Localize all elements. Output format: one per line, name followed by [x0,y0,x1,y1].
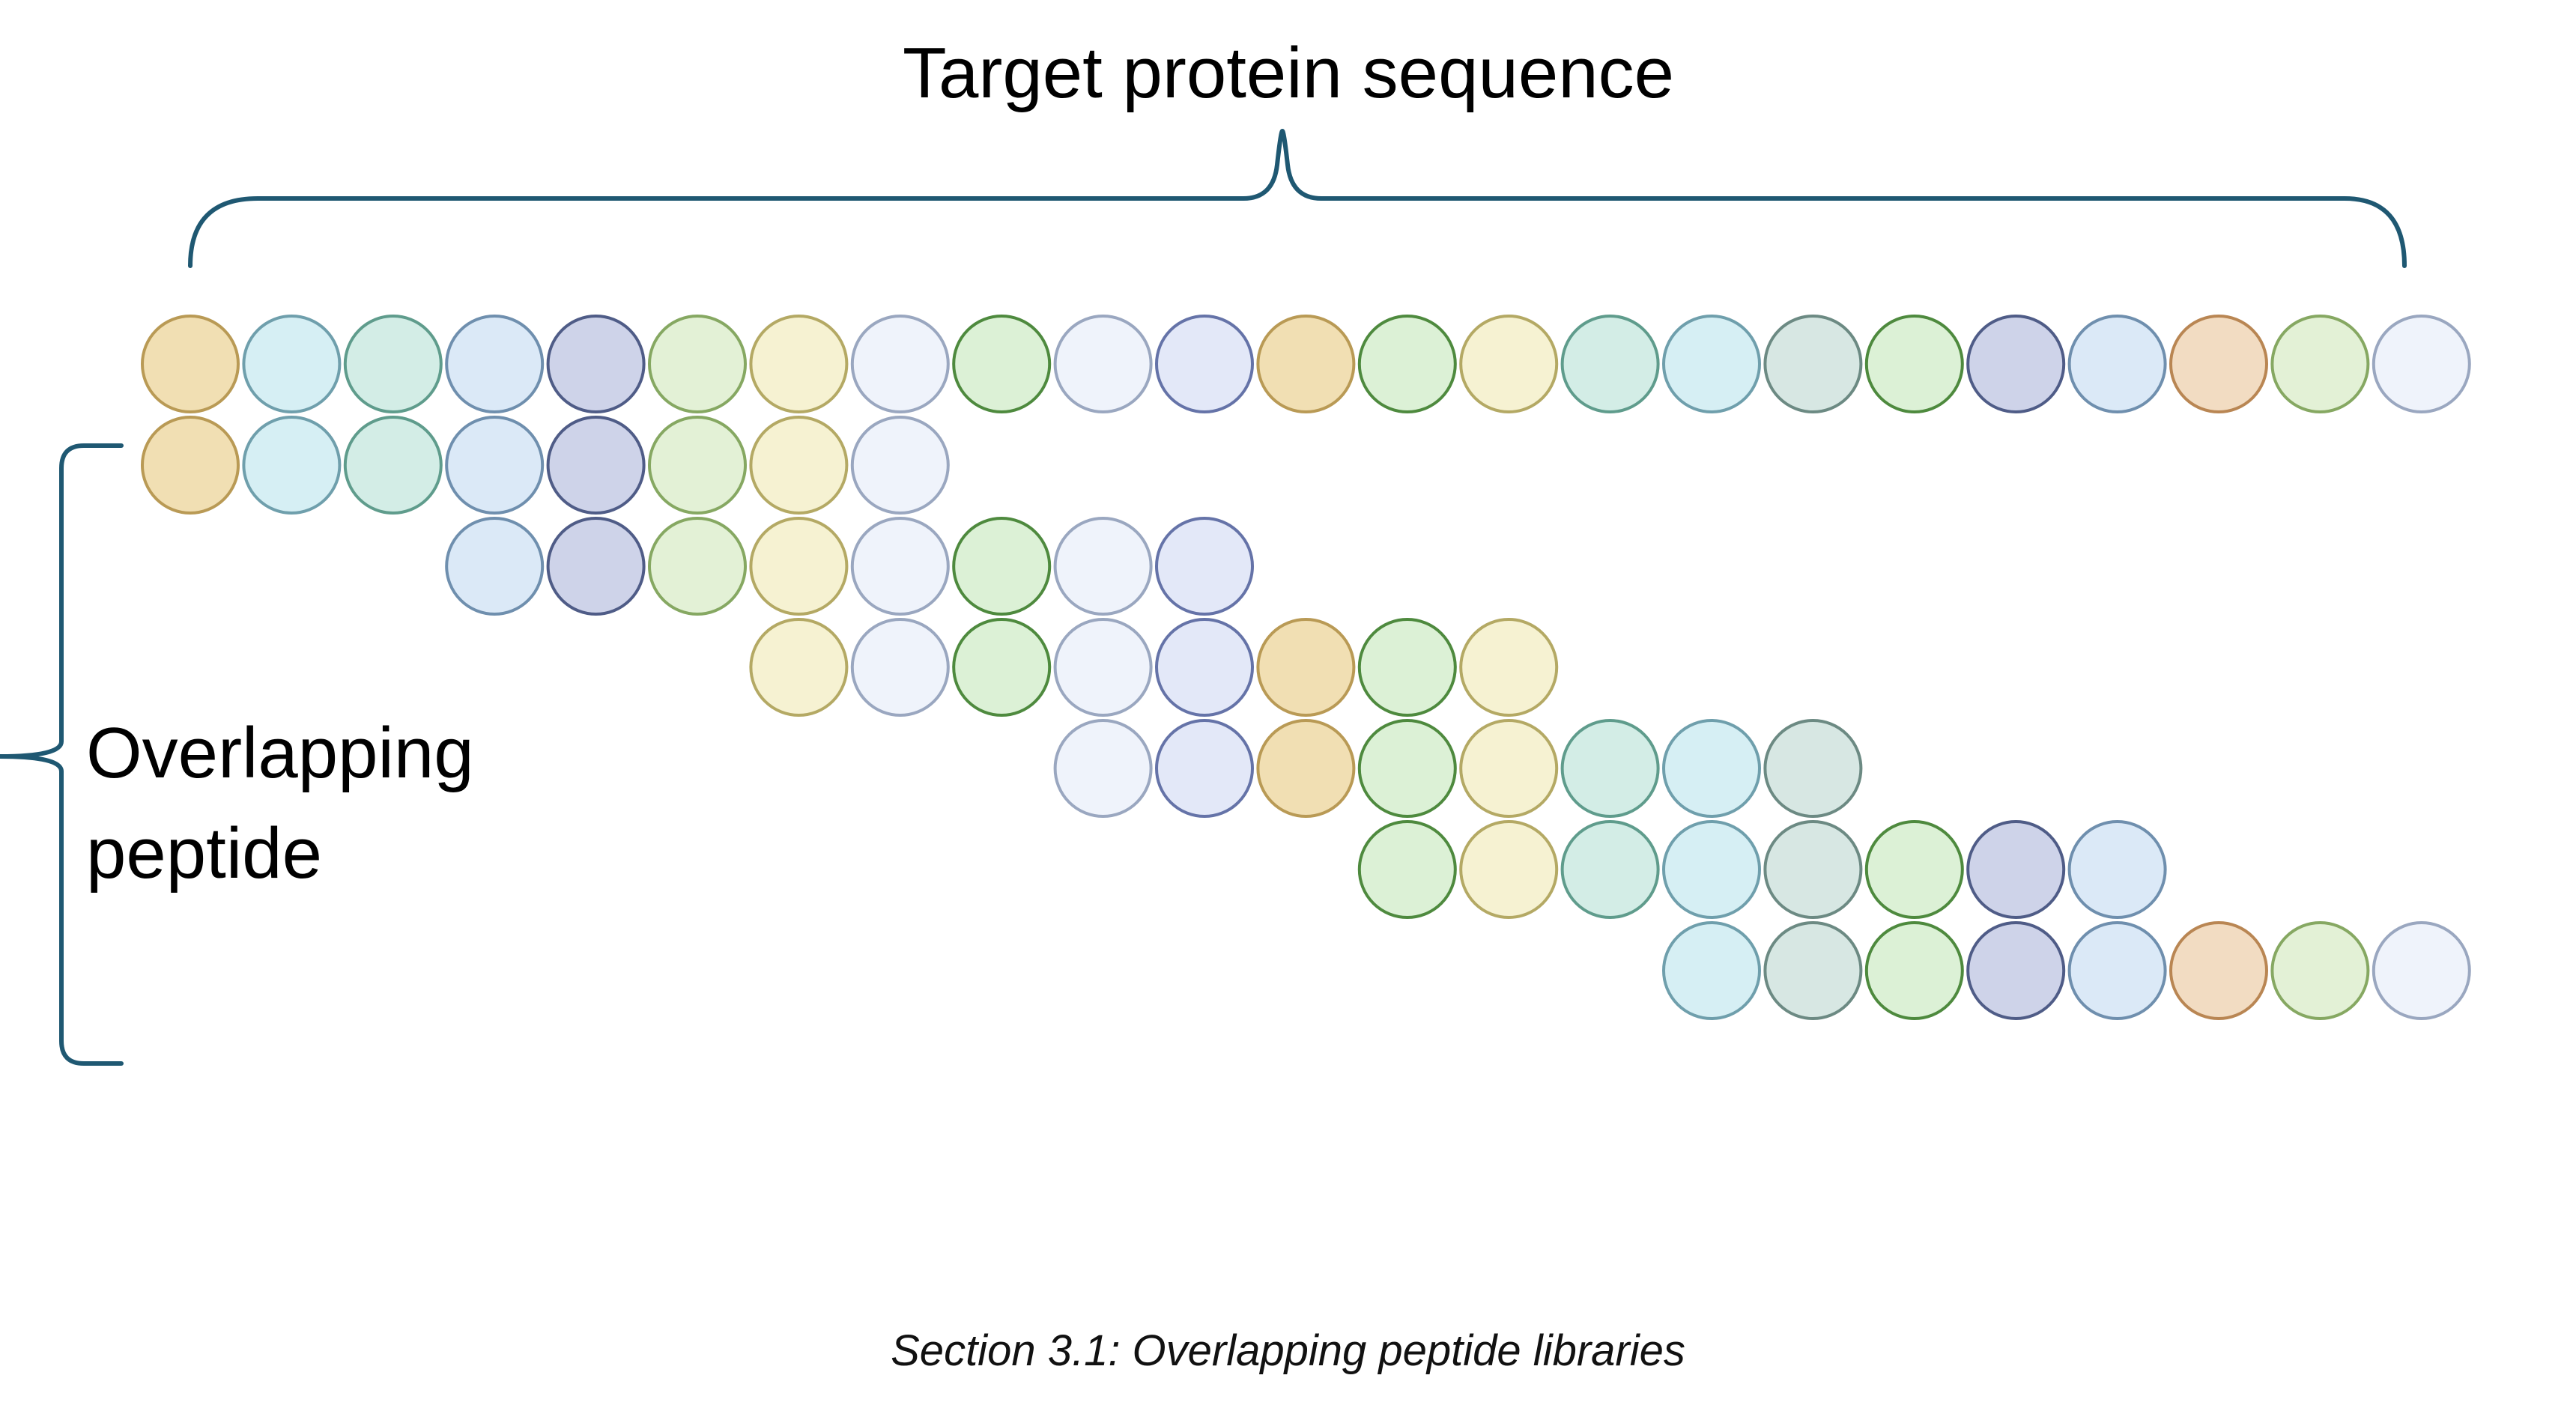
peptide-residue-circle [1662,921,1761,1020]
residue-circle [648,315,747,413]
residue-circle [1763,315,1863,413]
peptide-residue-circle [1763,820,1863,919]
peptide-residue-circle [445,517,545,616]
residue-circle [749,315,849,413]
peptide-residue-circle [648,416,747,515]
peptide-residue-circle [1966,921,2066,1020]
peptide-residue-circle [1560,719,1660,818]
residue-circle [1560,315,1660,413]
side-label-line1: Overlapping [86,713,474,793]
figure-caption: Section 3.1: Overlapping peptide librari… [891,1326,1685,1375]
peptide-residue-circle [1459,820,1559,919]
peptide-residue-circle [1155,719,1254,818]
peptide-residue-circle [2067,921,2167,1020]
peptide-residue-circle [952,517,1052,616]
residue-circle [1662,315,1761,413]
peptide-residue-circle [242,416,342,515]
peptide-residue-circle [2372,921,2471,1020]
residue-circle [1256,315,1356,413]
residue-circle [2270,315,2370,413]
residue-circle [1459,315,1559,413]
peptide-residue-circle [2270,921,2370,1020]
peptide-residue-circle [850,618,950,717]
peptide-residue-circle [1053,618,1153,717]
peptide-row [445,517,1254,616]
residue-circle [242,315,342,413]
peptide-residue-circle [749,517,849,616]
peptide-residue-circle [2169,921,2268,1020]
peptide-residue-circle [850,517,950,616]
residue-circle [445,315,545,413]
residue-circle [850,315,950,413]
peptide-residue-circle [1662,820,1761,919]
residue-circle [1053,315,1153,413]
peptide-residue-circle [1864,921,1964,1020]
sequence-bracket [188,129,2407,268]
peptide-residue-circle [343,416,443,515]
peptide-residue-circle [1763,921,1863,1020]
peptide-residue-circle [1053,517,1153,616]
peptide-rows [141,416,2471,1020]
peptide-residue-circle [749,416,849,515]
peptide-residue-circle [1256,618,1356,717]
peptide-residue-circle [546,416,646,515]
peptide-residue-circle [1256,719,1356,818]
peptide-residue-circle [546,517,646,616]
peptide-residue-circle [1155,618,1254,717]
peptide-residue-circle [2067,820,2167,919]
residue-circle [343,315,443,413]
peptide-residue-circle [952,618,1052,717]
residue-circle [2169,315,2268,413]
peptide-row [1357,820,2167,919]
peptide-residue-circle [1357,820,1457,919]
peptide-row [749,618,1559,717]
peptide-residue-circle [1763,719,1863,818]
peptide-row [1053,719,1863,818]
residue-circle [1155,315,1254,413]
peptide-residue-circle [1459,719,1559,818]
peptide-residue-circle [141,416,240,515]
peptide-residue-circle [1864,820,1964,919]
peptide-residue-circle [648,517,747,616]
peptide-residue-circle [1560,820,1660,919]
residue-circle [1966,315,2066,413]
target-sequence-row [141,315,2471,413]
peptide-residue-circle [445,416,545,515]
peptide-row [1662,921,2471,1020]
peptide-residue-circle [749,618,849,717]
residue-circle [1864,315,1964,413]
peptide-row [141,416,950,515]
peptide-residue-circle [1357,719,1457,818]
peptide-residue-circle [1155,517,1254,616]
residue-circle [546,315,646,413]
peptide-residue-circle [850,416,950,515]
side-label-line2: peptide [86,813,322,893]
peptide-bracket [0,443,124,1066]
peptide-residue-circle [1053,719,1153,818]
peptide-residue-circle [1662,719,1761,818]
peptide-residue-circle [1459,618,1559,717]
residue-circle [2067,315,2167,413]
peptide-residue-circle [1966,820,2066,919]
residue-circle [141,315,240,413]
residue-circle [2372,315,2471,413]
residue-circle [1357,315,1457,413]
diagram-title: Target protein sequence [903,33,1674,113]
peptide-residue-circle [1357,618,1457,717]
residue-circle [952,315,1052,413]
